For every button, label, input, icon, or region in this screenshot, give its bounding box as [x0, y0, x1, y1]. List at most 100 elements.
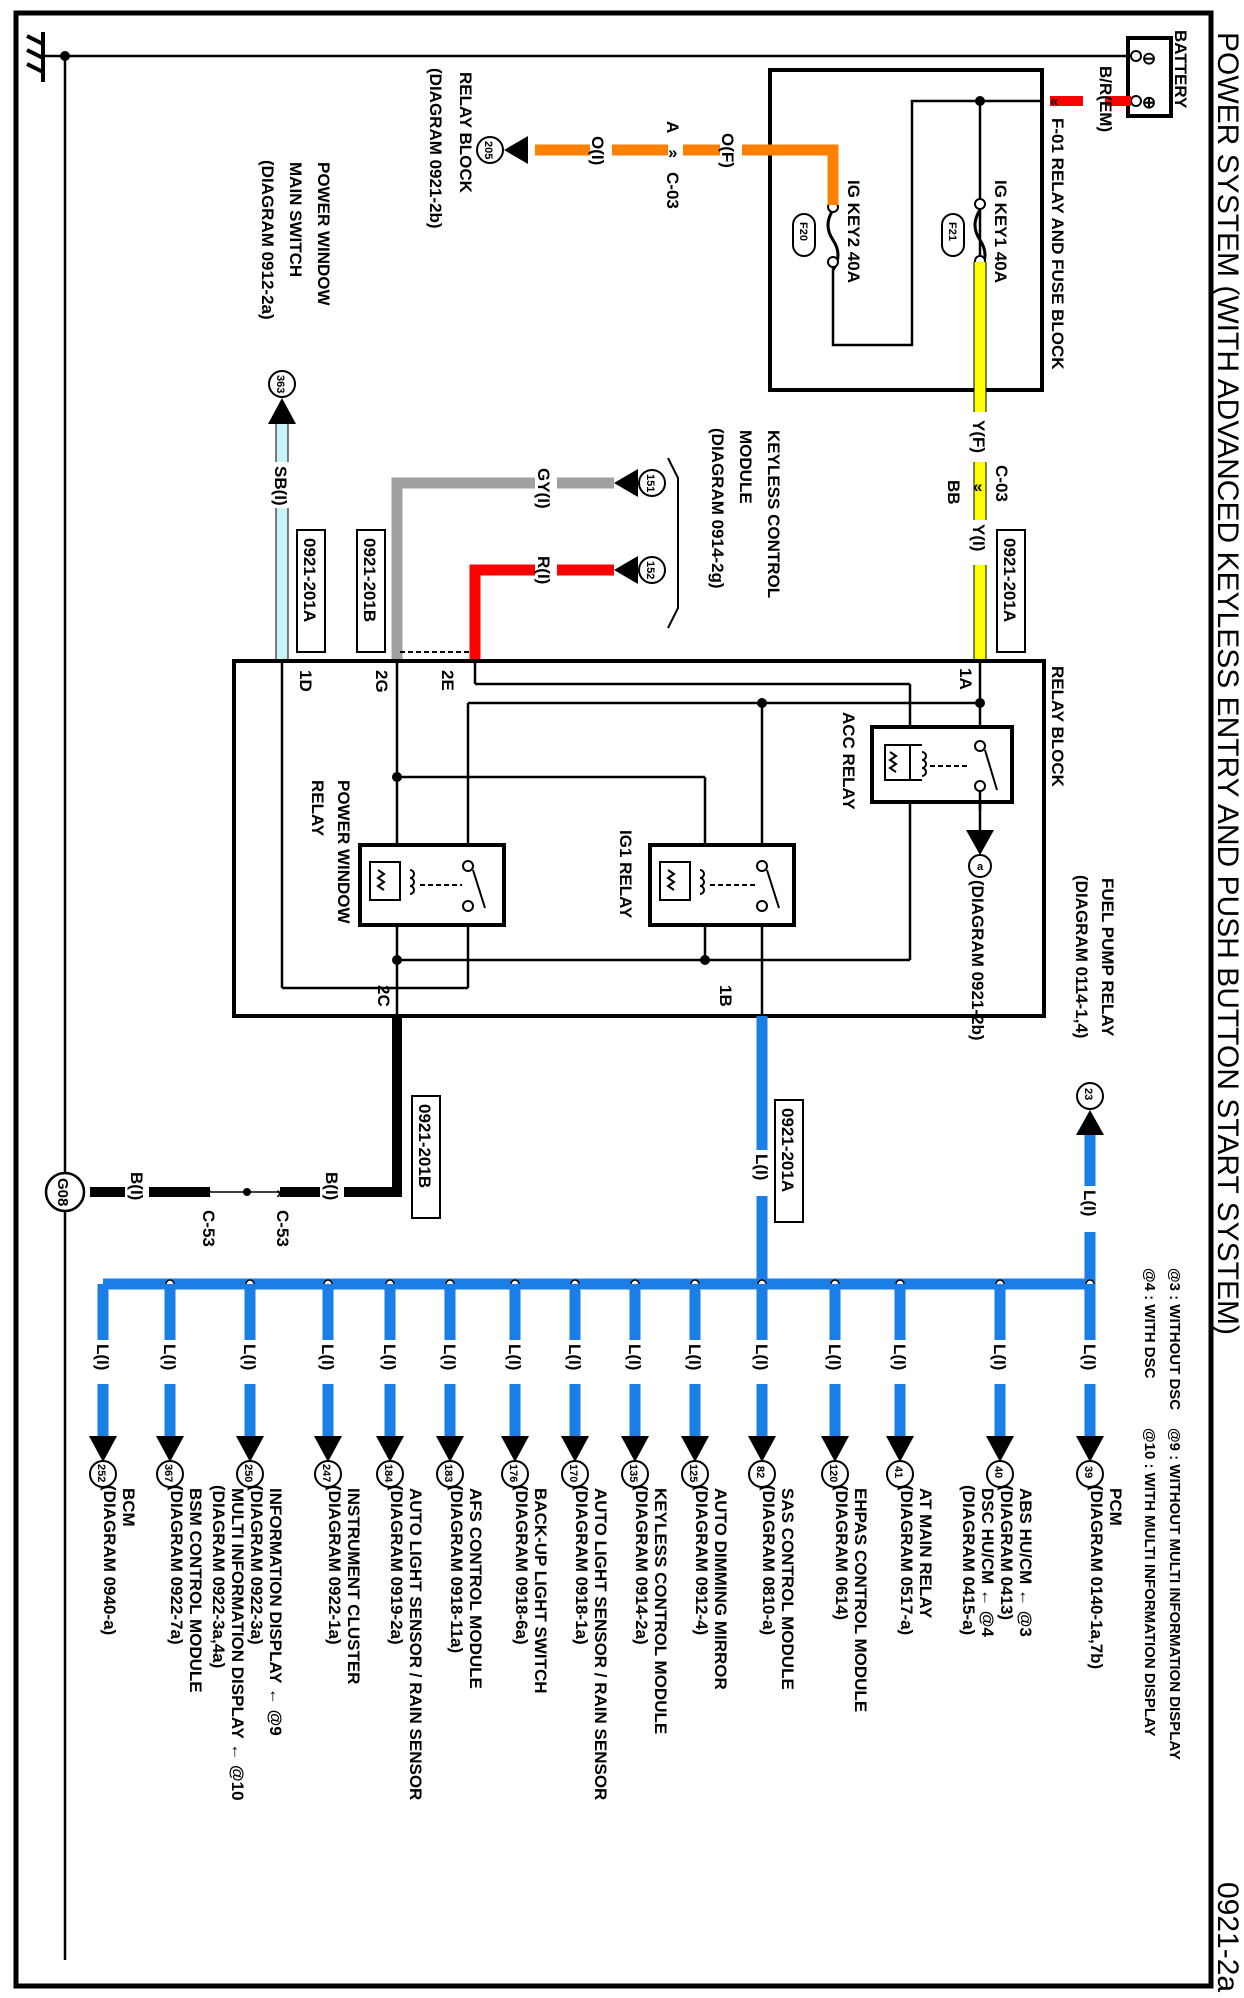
connector-number: 82 — [754, 1466, 766, 1478]
fuse-block[interactable] — [768, 68, 1044, 392]
wire-orange[interactable] — [535, 144, 839, 205]
arrow-icon — [376, 1436, 404, 1462]
page-frame — [13, 10, 1214, 1989]
branch-wire-label: L(I) — [825, 1344, 844, 1370]
svg-text:POWER WINDOW: POWER WINDOW — [314, 162, 333, 306]
arrow-icon — [504, 136, 528, 164]
svg-text:BB: BB — [944, 480, 963, 505]
branch-label-line: (DIAGRAM 0810-a) — [759, 1485, 778, 1635]
connector-circle[interactable] — [236, 1460, 264, 1488]
connector-circle[interactable] — [886, 1460, 914, 1488]
branch-label-line: AT MAIN RELAY — [916, 1488, 935, 1619]
connector-a[interactable] — [968, 854, 992, 878]
connector-number: 41 — [892, 1466, 904, 1478]
svg-text:G08: G08 — [54, 1178, 71, 1206]
connector-circle[interactable] — [681, 1460, 709, 1488]
wire-red[interactable] — [469, 564, 614, 660]
svg-text:(DIAGRAM 0114-1,4): (DIAGRAM 0114-1,4) — [1072, 875, 1091, 1038]
connector-205[interactable] — [476, 136, 504, 164]
connector-circle[interactable] — [314, 1460, 342, 1488]
wire-black-ground[interactable] — [90, 1016, 402, 1197]
fuse-block-label: F-01 RELAY AND FUSE BLOCK — [1048, 118, 1067, 370]
branch-label-line: MULTI INFORMATION DISPLAY ← @10 — [228, 1488, 247, 1801]
connector-circle[interactable] — [501, 1460, 529, 1488]
branch-label-line: (DIAGRAM 0912-4) — [692, 1485, 711, 1635]
svg-text:O(I): O(I) — [588, 136, 607, 165]
connector-363[interactable] — [268, 370, 296, 398]
arrow-icon — [821, 1436, 849, 1462]
branch-label-line: (DIAGRAM 0922-3a,4a) — [209, 1485, 228, 1668]
connector-circle[interactable] — [986, 1460, 1014, 1488]
connector-23[interactable] — [1076, 1082, 1104, 1110]
arrow-icon — [1076, 1436, 1104, 1462]
connector-circle[interactable] — [561, 1460, 589, 1488]
svg-text:a: a — [977, 861, 984, 873]
connector-number: 125 — [687, 1464, 699, 1482]
svg-text:GY(I): GY(I) — [534, 468, 553, 509]
ref-box — [996, 529, 1026, 653]
connector-152[interactable] — [638, 556, 666, 584]
svg-text:KEYLESS CONTROL: KEYLESS CONTROL — [764, 430, 783, 598]
svg-text:B(I): B(I) — [322, 1172, 341, 1200]
svg-text:»: » — [276, 1183, 285, 1202]
svg-text:1B: 1B — [716, 985, 735, 1007]
ground-point-g08[interactable] — [44, 1171, 86, 1213]
connector-circle[interactable] — [621, 1460, 649, 1488]
svg-text:151: 151 — [644, 474, 656, 492]
svg-text:«: « — [202, 1183, 211, 1202]
fuse-f21-label: IG KEY1 40A — [991, 180, 1010, 283]
relay-block[interactable] — [232, 659, 1046, 1018]
branch-label-line: AFS CONTROL MODULE — [466, 1488, 485, 1689]
svg-text:(DIAGRAM 0921-2b): (DIAGRAM 0921-2b) — [968, 880, 987, 1041]
svg-text:R(I): R(I) — [534, 556, 553, 584]
connector-circle[interactable] — [1076, 1460, 1104, 1488]
acc-relay[interactable] — [870, 725, 1014, 804]
svg-text:Y(I): Y(I) — [969, 524, 988, 551]
branch-wire-label: L(I) — [93, 1344, 112, 1370]
connector-number: 40 — [992, 1466, 1004, 1478]
svg-text:RELAY: RELAY — [308, 780, 327, 837]
connector-circle[interactable] — [821, 1460, 849, 1488]
branch-label-line: AUTO LIGHT SENSOR / RAIN SENSOR — [591, 1488, 610, 1800]
svg-text:205: 205 — [482, 141, 494, 159]
branch-label-line: (DIAGRAM 0415-a) — [959, 1485, 978, 1635]
svg-text:B(I): B(I) — [127, 1172, 146, 1200]
connector-circle[interactable] — [748, 1460, 776, 1488]
branch-wire-label: L(I) — [565, 1344, 584, 1370]
branch-label-line: (DIAGRAM 0922-7a) — [167, 1485, 186, 1645]
svg-text:C-03: C-03 — [992, 465, 1011, 502]
branch-label-line: (DIAGRAM 0918-11a) — [447, 1485, 466, 1653]
connector-circle[interactable] — [89, 1460, 117, 1488]
svg-text:C-53: C-53 — [273, 1210, 292, 1247]
svg-text:0921-201B: 0921-201B — [360, 538, 379, 622]
connector-circle[interactable] — [376, 1460, 404, 1488]
connector-circle[interactable] — [436, 1460, 464, 1488]
arrow-icon — [561, 1436, 589, 1462]
svg-text:1D: 1D — [296, 670, 315, 692]
connector-circle[interactable] — [156, 1460, 184, 1488]
connector-151[interactable] — [638, 469, 666, 497]
fuse-f20[interactable]: F20 IG KEY2 40A — [792, 180, 863, 283]
svg-text:2C: 2C — [374, 985, 393, 1007]
svg-text:@4 : WITH DSC: @4 : WITH DSC — [1141, 1268, 1158, 1379]
branch-wire-label: L(I) — [890, 1344, 909, 1370]
ig1-relay[interactable] — [648, 843, 796, 927]
svg-text:RELAY BLOCK: RELAY BLOCK — [456, 72, 475, 194]
power-window-relay[interactable] — [358, 843, 506, 927]
branch-wire-label: L(I) — [1080, 1344, 1099, 1370]
